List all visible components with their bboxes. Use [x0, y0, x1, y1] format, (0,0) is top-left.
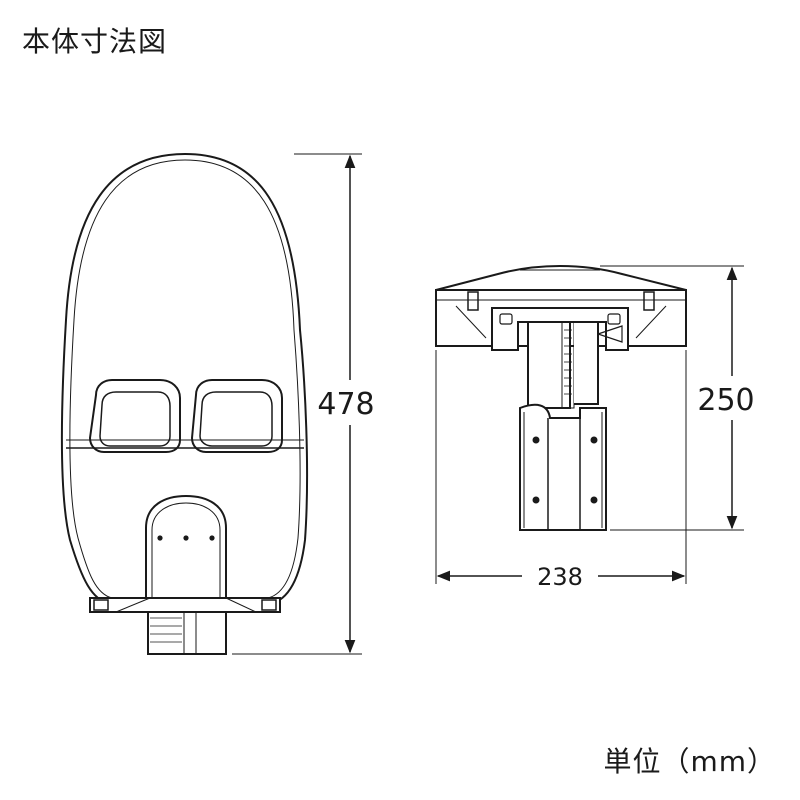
side-pole-clamp	[519, 403, 607, 531]
side-top-dome	[435, 264, 687, 291]
front-height-label: 478	[317, 387, 374, 422]
front-view	[60, 152, 309, 655]
front-pole-socket	[147, 611, 227, 655]
unit-label: 単位（mm）	[603, 745, 776, 778]
side-width-dimension: 238	[435, 350, 687, 591]
side-height-dimension: 250	[600, 265, 755, 531]
side-height-label: 250	[697, 383, 754, 418]
front-height-dimension: 478	[232, 153, 375, 655]
side-width-label: 238	[537, 563, 583, 591]
left-sensor-window	[88, 379, 181, 453]
right-sensor-window	[190, 379, 283, 453]
side-mount-plate	[491, 307, 629, 351]
front-mount-bracket	[145, 494, 227, 605]
side-view	[435, 264, 687, 531]
front-bottom-plate	[89, 597, 281, 613]
side-upper-bracket	[527, 321, 599, 409]
page-title: 本体寸法図	[22, 25, 168, 58]
